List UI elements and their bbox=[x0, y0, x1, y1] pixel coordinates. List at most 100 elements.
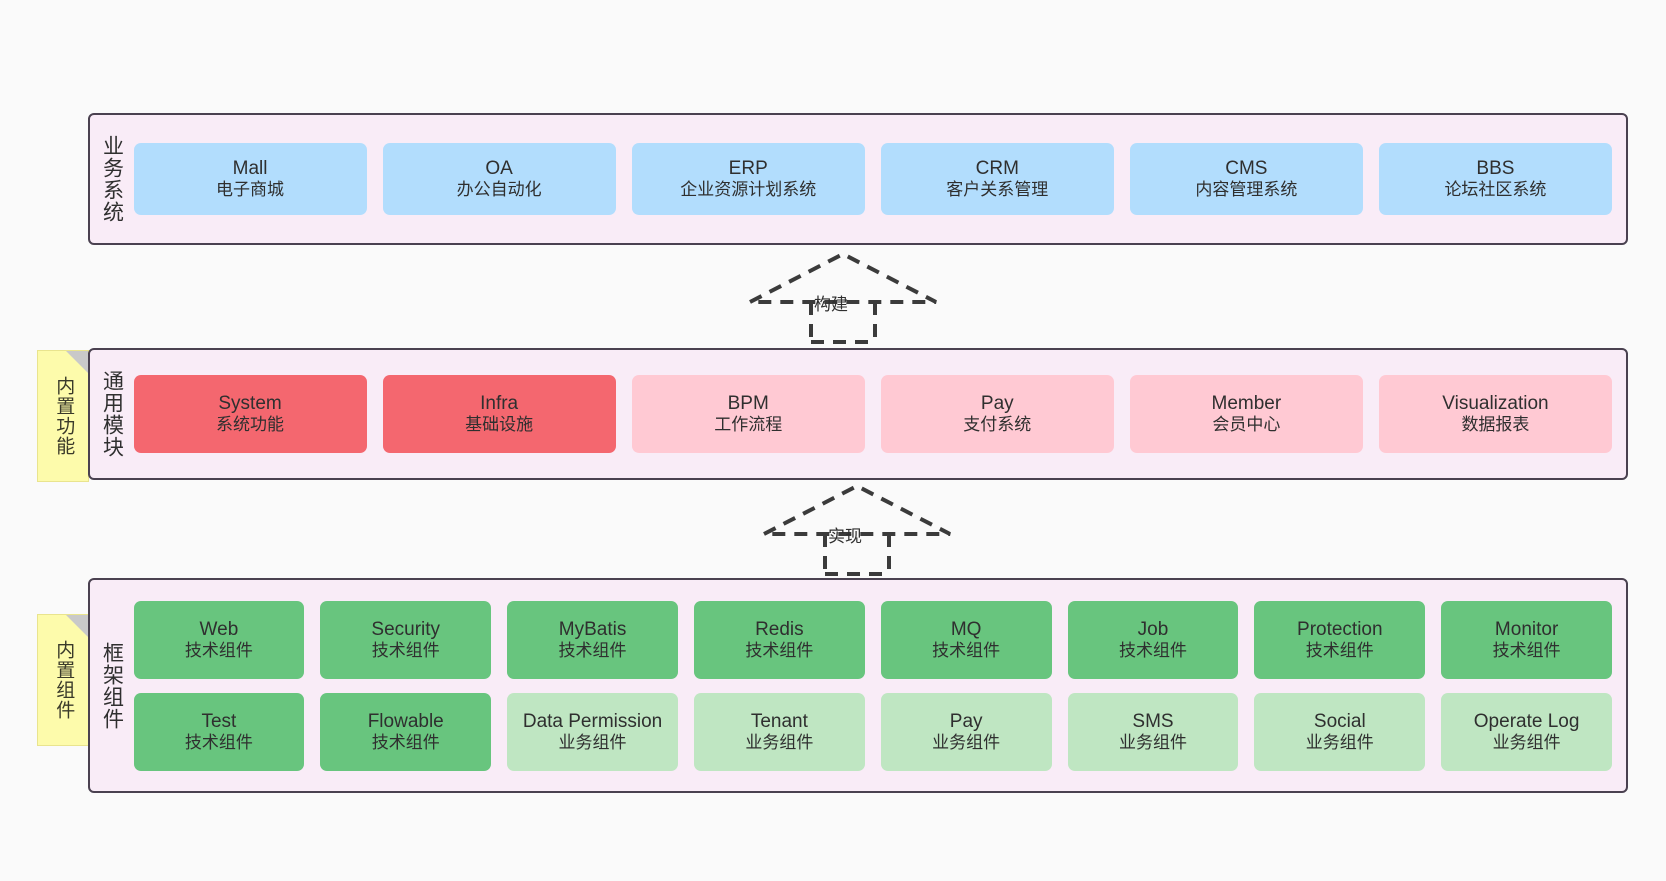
box-tenant[interactable]: Tenant 业务组件 bbox=[693, 692, 865, 771]
common-modules-row: System 系统功能 Infra 基础设施 BPM 工作流程 Pay 支付系统… bbox=[133, 375, 1612, 453]
box-erp-subtitle: 企业资源计划系统 bbox=[680, 180, 817, 200]
box-mybatis[interactable]: MyBatis 技术组件 bbox=[507, 600, 678, 679]
box-job-subtitle: 技术组件 bbox=[1118, 640, 1187, 660]
box-security-title: Security bbox=[371, 618, 441, 640]
box-mall[interactable]: Mall 电子商城 bbox=[133, 143, 367, 215]
box-monitor-subtitle: 技术组件 bbox=[1492, 640, 1561, 660]
layer-framework-components-body: Web 技术组件 Security 技术组件 MyBatis 技术组件 Redi… bbox=[130, 580, 1626, 791]
business-systems-row: Mall 电子商城 OA 办公自动化 ERP 企业资源计划系统 CRM 客户关系… bbox=[133, 143, 1612, 215]
box-mq-title: MQ bbox=[950, 618, 982, 640]
box-web[interactable]: Web 技术组件 bbox=[133, 600, 305, 679]
box-pay-component[interactable]: Pay 业务组件 bbox=[880, 692, 1052, 771]
box-flowable[interactable]: Flowable 技术组件 bbox=[320, 692, 492, 771]
box-sms-subtitle: 业务组件 bbox=[1118, 732, 1187, 752]
box-mybatis-title: MyBatis bbox=[558, 618, 627, 640]
box-pay-module[interactable]: Pay 支付系统 bbox=[880, 375, 1114, 453]
note-builtin-functions-label: 内置功能 bbox=[53, 376, 75, 456]
box-pay-module-title: Pay bbox=[980, 393, 1014, 415]
box-erp[interactable]: ERP 企业资源计划系统 bbox=[631, 143, 865, 215]
box-cms[interactable]: CMS 内容管理系统 bbox=[1129, 143, 1363, 215]
box-mall-title: Mall bbox=[232, 158, 268, 180]
box-infra-title: Infra bbox=[480, 393, 519, 415]
box-bpm-title: BPM bbox=[727, 393, 769, 415]
box-bbs-subtitle: 论坛社区系统 bbox=[1444, 180, 1547, 200]
layer-common-modules-body: System 系统功能 Infra 基础设施 BPM 工作流程 Pay 支付系统… bbox=[130, 350, 1626, 478]
box-visualization-title: Visualization bbox=[1442, 393, 1549, 415]
box-oa-title: OA bbox=[485, 158, 513, 180]
box-visualization-subtitle: 数据报表 bbox=[1461, 415, 1530, 435]
box-operate-log[interactable]: Operate Log 业务组件 bbox=[1441, 692, 1613, 771]
connector-implement-label: 实现 bbox=[828, 527, 862, 546]
box-bbs-title: BBS bbox=[1476, 158, 1515, 180]
box-operate-log-subtitle: 业务组件 bbox=[1492, 732, 1561, 752]
box-mq-subtitle: 技术组件 bbox=[932, 640, 1001, 660]
box-social-subtitle: 业务组件 bbox=[1305, 732, 1374, 752]
box-job[interactable]: Job 技术组件 bbox=[1067, 600, 1239, 679]
box-web-title: Web bbox=[199, 618, 239, 640]
layer-framework-components-label: 框架组件 bbox=[100, 641, 124, 730]
box-mq[interactable]: MQ 技术组件 bbox=[880, 600, 1052, 679]
box-redis-title: Redis bbox=[755, 618, 804, 640]
box-operate-log-title: Operate Log bbox=[1473, 710, 1580, 732]
box-data-permission[interactable]: Data Permission 业务组件 bbox=[507, 692, 678, 771]
box-test-title: Test bbox=[201, 710, 237, 732]
layer-business-systems: 业务系统 Mall 电子商城 OA 办公自动化 ERP 企业资源计划系统 CRM… bbox=[88, 113, 1628, 245]
box-bpm[interactable]: BPM 工作流程 bbox=[631, 375, 865, 453]
box-oa-subtitle: 办公自动化 bbox=[456, 180, 542, 200]
connector-build-arrow bbox=[749, 251, 937, 344]
connector-implement: 实现 bbox=[762, 483, 952, 576]
box-system[interactable]: System 系统功能 bbox=[133, 375, 367, 453]
box-monitor[interactable]: Monitor 技术组件 bbox=[1441, 600, 1613, 679]
note-builtin-functions: 内置功能 bbox=[37, 350, 89, 482]
layer-framework-components: 框架组件 Web 技术组件 Security 技术组件 MyBatis 技术组件… bbox=[88, 578, 1628, 793]
box-mall-subtitle: 电子商城 bbox=[216, 180, 285, 200]
box-test-subtitle: 技术组件 bbox=[184, 732, 253, 752]
box-cms-title: CMS bbox=[1225, 158, 1268, 180]
box-crm-subtitle: 客户关系管理 bbox=[946, 180, 1049, 200]
box-job-title: Job bbox=[1137, 618, 1169, 640]
box-system-subtitle: 系统功能 bbox=[216, 415, 285, 435]
box-cms-subtitle: 内容管理系统 bbox=[1195, 180, 1298, 200]
box-bpm-subtitle: 工作流程 bbox=[714, 415, 783, 435]
layer-common-modules: 通用模块 System 系统功能 Infra 基础设施 BPM 工作流程 Pay… bbox=[88, 348, 1628, 480]
box-social[interactable]: Social 业务组件 bbox=[1254, 692, 1426, 771]
box-crm-title: CRM bbox=[975, 158, 1019, 180]
box-flowable-title: Flowable bbox=[367, 710, 444, 732]
box-social-title: Social bbox=[1313, 710, 1366, 732]
box-bbs[interactable]: BBS 论坛社区系统 bbox=[1378, 143, 1612, 215]
box-test[interactable]: Test 技术组件 bbox=[133, 692, 305, 771]
box-sms[interactable]: SMS 业务组件 bbox=[1067, 692, 1239, 771]
box-crm[interactable]: CRM 客户关系管理 bbox=[880, 143, 1114, 215]
box-infra[interactable]: Infra 基础设施 bbox=[382, 375, 616, 453]
box-pay-component-subtitle: 业务组件 bbox=[932, 732, 1001, 752]
framework-business-row: Test 技术组件 Flowable 技术组件 Data Permission … bbox=[133, 692, 1613, 771]
box-tenant-subtitle: 业务组件 bbox=[745, 732, 814, 752]
connector-build: 构建 bbox=[748, 251, 938, 344]
box-protection-title: Protection bbox=[1297, 618, 1383, 640]
box-member-title: Member bbox=[1211, 393, 1282, 415]
note-fold-icon bbox=[66, 615, 88, 637]
box-tenant-title: Tenant bbox=[750, 710, 808, 732]
box-erp-title: ERP bbox=[728, 158, 768, 180]
connector-build-label: 构建 bbox=[814, 295, 848, 314]
box-member-subtitle: 会员中心 bbox=[1212, 415, 1281, 435]
box-member[interactable]: Member 会员中心 bbox=[1129, 375, 1363, 453]
box-data-permission-subtitle: 业务组件 bbox=[558, 732, 627, 752]
layer-business-systems-body: Mall 电子商城 OA 办公自动化 ERP 企业资源计划系统 CRM 客户关系… bbox=[130, 115, 1626, 243]
box-monitor-title: Monitor bbox=[1494, 618, 1559, 640]
layer-common-modules-label: 通用模块 bbox=[100, 370, 124, 458]
box-visualization[interactable]: Visualization 数据报表 bbox=[1378, 375, 1612, 453]
box-oa[interactable]: OA 办公自动化 bbox=[382, 143, 616, 215]
box-redis-subtitle: 技术组件 bbox=[745, 640, 814, 660]
box-redis[interactable]: Redis 技术组件 bbox=[693, 600, 865, 679]
box-security[interactable]: Security 技术组件 bbox=[320, 600, 492, 679]
box-data-permission-title: Data Permission bbox=[522, 710, 663, 732]
box-mybatis-subtitle: 技术组件 bbox=[558, 640, 627, 660]
box-security-subtitle: 技术组件 bbox=[371, 640, 440, 660]
note-builtin-components-label: 内置组件 bbox=[53, 640, 75, 720]
box-protection[interactable]: Protection 技术组件 bbox=[1254, 600, 1426, 679]
box-system-title: System bbox=[218, 393, 282, 415]
framework-tech-row: Web 技术组件 Security 技术组件 MyBatis 技术组件 Redi… bbox=[133, 600, 1613, 679]
box-protection-subtitle: 技术组件 bbox=[1305, 640, 1374, 660]
